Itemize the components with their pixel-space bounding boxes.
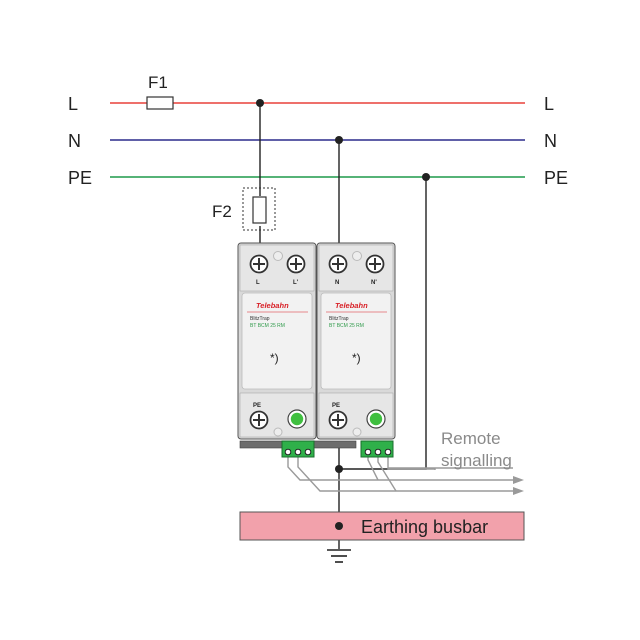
connector-pin-icon bbox=[304, 448, 312, 456]
screw-cross-icon bbox=[253, 414, 265, 426]
signal-line-3 bbox=[367, 455, 379, 481]
label-L-right: L bbox=[544, 94, 554, 114]
connector-pin-icon bbox=[384, 448, 392, 456]
indicator-hole bbox=[273, 251, 283, 261]
arrow-head-1 bbox=[513, 476, 524, 484]
signal-line-1 bbox=[287, 455, 513, 481]
junction-earth bbox=[335, 465, 343, 473]
signal-line-2 bbox=[297, 455, 513, 492]
signal-line-4 bbox=[377, 455, 397, 492]
product-name: BlitzTrap bbox=[329, 316, 349, 322]
terminal-label-2: N' bbox=[371, 280, 377, 286]
indicator-hole bbox=[352, 427, 362, 437]
surge-module-1: L L' Telebahn BlitzTrap BT BCM 25 RM *) … bbox=[237, 242, 317, 440]
model-name: BT BCM 25 RM bbox=[250, 323, 285, 329]
screw-cross-icon bbox=[332, 258, 344, 270]
terminal-label-1: L bbox=[256, 280, 260, 286]
model-name: BT BCM 25 RM bbox=[329, 323, 364, 329]
fuse-f1 bbox=[146, 96, 174, 110]
module-note: *) bbox=[352, 351, 361, 365]
status-indicator-light bbox=[369, 412, 383, 426]
screw-cross-icon bbox=[332, 414, 344, 426]
indicator-hole bbox=[273, 427, 283, 437]
label-PE-left: PE bbox=[68, 168, 92, 188]
earthing-busbar bbox=[239, 511, 525, 541]
remote-label-1: Remote bbox=[441, 429, 501, 448]
label-PE-right: PE bbox=[544, 168, 568, 188]
connector-pin-icon bbox=[294, 448, 302, 456]
label-L-left: L bbox=[68, 94, 78, 114]
junction-L bbox=[256, 99, 264, 107]
status-indicator-light bbox=[290, 412, 304, 426]
connector-pin-icon bbox=[374, 448, 382, 456]
remote-label-2: signalling bbox=[441, 451, 512, 470]
fuse-f1-label: F1 bbox=[148, 73, 168, 92]
arrow-head-2 bbox=[513, 487, 524, 495]
remote-connector-1 bbox=[281, 440, 315, 458]
terminal-label-2: L' bbox=[293, 280, 299, 286]
fuse-f2 bbox=[252, 196, 267, 224]
pe-label: PE bbox=[332, 403, 340, 409]
fuse-f2-housing bbox=[242, 187, 276, 231]
label-N-right: N bbox=[544, 131, 557, 151]
indicator-hole bbox=[352, 251, 362, 261]
screw-cross-icon bbox=[253, 258, 265, 270]
product-name: BlitzTrap bbox=[250, 316, 270, 322]
module-front-panel bbox=[241, 292, 313, 390]
junction-N bbox=[335, 136, 343, 144]
brand-logo: Telebahn bbox=[335, 301, 368, 310]
label-N-left: N bbox=[68, 131, 81, 151]
connector-pin-icon bbox=[284, 448, 292, 456]
module-front-panel bbox=[320, 292, 392, 390]
junction-busbar bbox=[335, 522, 343, 530]
fuse-f2-label: F2 bbox=[212, 202, 232, 221]
remote-connector-2 bbox=[360, 440, 394, 458]
screw-cross-icon bbox=[369, 258, 381, 270]
connector-pin-icon bbox=[364, 448, 372, 456]
terminal-label-1: N bbox=[335, 280, 339, 286]
module-note: *) bbox=[270, 351, 279, 365]
pe-label: PE bbox=[253, 403, 261, 409]
surge-module-2: N N' Telebahn BlitzTrap BT BCM 25 RM *) … bbox=[316, 242, 396, 440]
busbar-label: Earthing busbar bbox=[361, 517, 488, 537]
ground-icon bbox=[327, 549, 351, 563]
signal-line-5 bbox=[387, 455, 436, 470]
brand-logo: Telebahn bbox=[256, 301, 289, 310]
screw-cross-icon bbox=[290, 258, 302, 270]
